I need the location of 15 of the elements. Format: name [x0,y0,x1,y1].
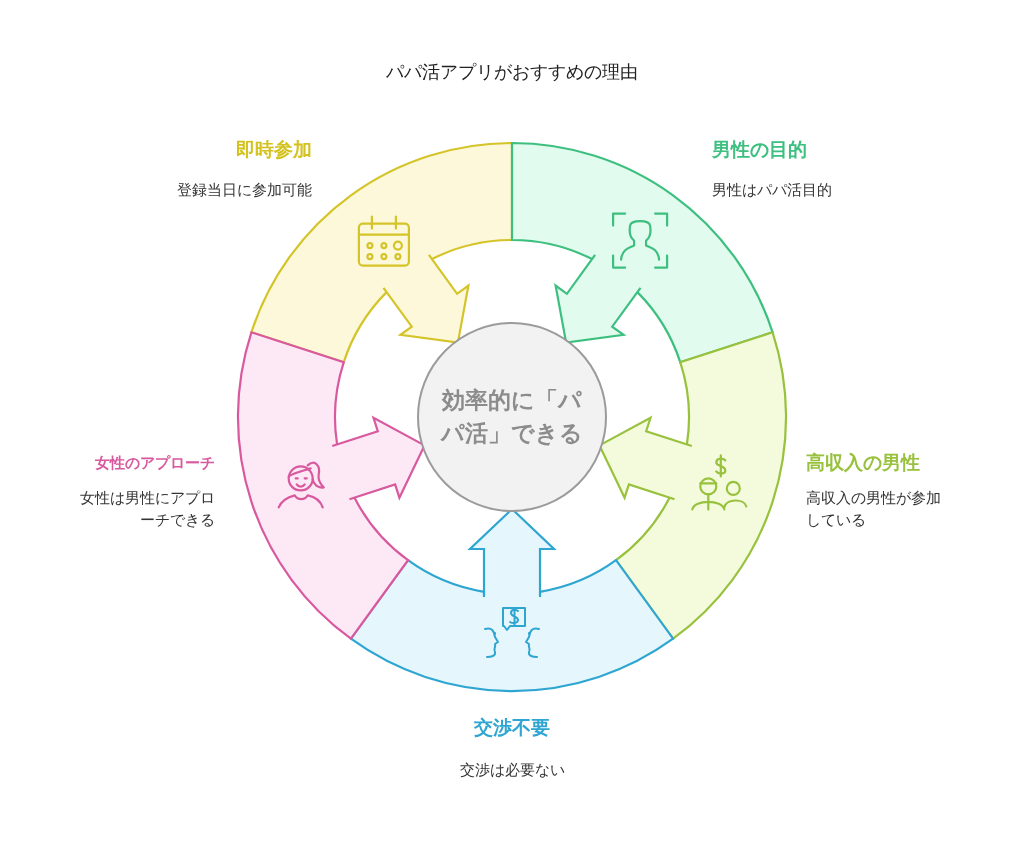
center-label: 効率的に「パパ活」できる [439,385,584,448]
segment-heading: 即時参加 [236,137,312,162]
segment-description: 交渉は必要ない [459,760,565,781]
segment-heading: 男性の目的 [712,137,807,162]
segment-description: 高収入の男性が参加している [806,488,942,531]
segment-heading: 交渉不要 [474,715,550,740]
ring-segment [237,331,410,640]
segment-heading: 女性のアプローチ [95,453,215,474]
diagram-title: パパ活アプリがおすすめの理由 [385,60,639,84]
ring-segment [349,559,675,692]
segment-heading: 高収入の男性 [806,450,920,475]
segment-description: 男性はパパ活目的 [712,180,832,201]
segment-description: 女性は男性にアプローチできる [79,488,215,531]
ring-segment [614,331,787,640]
segment-description: 登録当日に参加可能 [177,180,312,201]
